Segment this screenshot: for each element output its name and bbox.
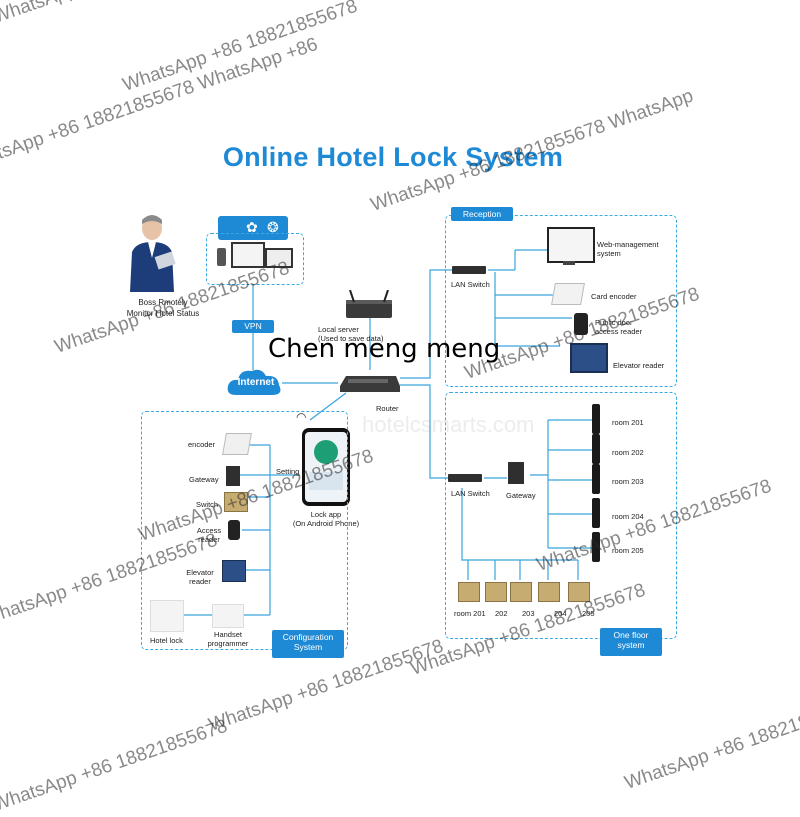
overlay-name-text: Chen meng meng	[268, 334, 501, 364]
android-icon: ✿	[246, 219, 258, 235]
local-server-label: Local server (Used to save data)	[318, 325, 384, 343]
bottom-room-201-label: room 201	[454, 609, 486, 618]
lock-app-phone	[302, 428, 350, 506]
door-lock-205	[592, 532, 600, 562]
door-lock-203	[592, 464, 600, 494]
floor-badge: One floor system	[600, 628, 662, 656]
room-202-label: room 202	[612, 448, 644, 457]
card-encoder-label: Card encoder	[591, 292, 637, 301]
floor-box	[445, 392, 677, 639]
bottom-room-205-label: 205	[582, 609, 595, 618]
handset-programmer-icon	[212, 604, 244, 628]
room-switch-202	[485, 582, 507, 602]
config-switch-label: Switch	[196, 500, 219, 509]
floor-lan-switch-icon	[448, 474, 482, 482]
hotel-lock-icon	[150, 600, 184, 632]
room-switch-205	[568, 582, 590, 602]
config-elevator-reader-label: Elevator reader	[186, 568, 214, 586]
configuration-badge: Configuration System	[272, 630, 344, 658]
bottom-room-202-label: 202	[495, 609, 508, 618]
os-icons-bar: ✿ ❂	[218, 216, 288, 240]
bottom-room-203-label: 203	[522, 609, 535, 618]
config-elevator-reader-icon	[222, 560, 246, 582]
reception-box	[445, 215, 677, 387]
config-access-reader-label: Access reader	[196, 526, 222, 544]
reception-badge: Reception	[451, 207, 513, 221]
local-server-icon	[344, 290, 394, 320]
handset-programmer-label: Handset programmer	[207, 630, 249, 648]
public-door-reader-icon	[574, 313, 588, 335]
chrome-icon: ❂	[267, 219, 279, 235]
door-lock-202	[592, 434, 600, 464]
card-encoder-icon	[551, 283, 585, 305]
laptop-icon	[265, 248, 293, 268]
room-switch-201	[458, 582, 480, 602]
floor-lan-switch-label: LAN Switch	[451, 489, 490, 498]
boss-label: Boss Rmotely Monitor Hotel Status	[126, 298, 200, 318]
room-204-label: room 204	[612, 512, 644, 521]
config-gateway-label: Gateway	[189, 475, 219, 484]
room-201-label: room 201	[612, 418, 644, 427]
bottom-room-204-label: 204	[554, 609, 567, 618]
reception-lan-switch-label: LAN Switch	[451, 280, 490, 289]
public-door-label: Public door access reader	[595, 318, 643, 336]
floor-gateway-icon	[508, 462, 524, 484]
hotel-lock-label: Hotel lock	[150, 636, 183, 645]
setting-label: Setting	[276, 467, 300, 476]
internet-label: Internet	[237, 377, 275, 388]
lan-switch-icon	[452, 266, 486, 274]
reception-elevator-label: Elevator reader	[613, 361, 665, 370]
door-lock-201	[592, 404, 600, 434]
room-205-label: room 205	[612, 546, 644, 555]
router-label: Router	[376, 404, 399, 413]
web-management-monitor	[547, 227, 595, 263]
app-lock-icon	[314, 440, 338, 464]
phone-icon	[217, 248, 226, 266]
boss-person-image	[126, 212, 178, 292]
configuration-box	[141, 411, 348, 650]
web-management-label: Web-management system	[597, 240, 659, 258]
config-encoder-label: encoder	[188, 440, 216, 449]
internet-cloud: Internet	[226, 367, 284, 397]
room-switch-203	[510, 582, 532, 602]
devices-box	[206, 233, 304, 285]
door-lock-204	[592, 498, 600, 528]
vpn-badge: VPN	[232, 320, 274, 333]
elevator-reader-icon	[570, 343, 608, 373]
site-watermark: hotelcsmarts.com	[362, 412, 535, 437]
room-203-label: room 203	[612, 477, 644, 486]
room-switch-204	[538, 582, 560, 602]
floor-gateway-label: Gateway	[506, 491, 536, 500]
wifi-icon: ◠	[296, 410, 307, 424]
monitor-icon	[231, 242, 265, 268]
router-icon	[338, 370, 402, 394]
config-access-reader-icon	[228, 520, 240, 540]
config-encoder-icon	[222, 433, 252, 455]
page-title: Online Hotel Lock System	[222, 142, 564, 172]
connection-lines	[183, 249, 592, 616]
config-switch-icon	[224, 492, 248, 512]
config-gateway-icon	[226, 466, 240, 486]
